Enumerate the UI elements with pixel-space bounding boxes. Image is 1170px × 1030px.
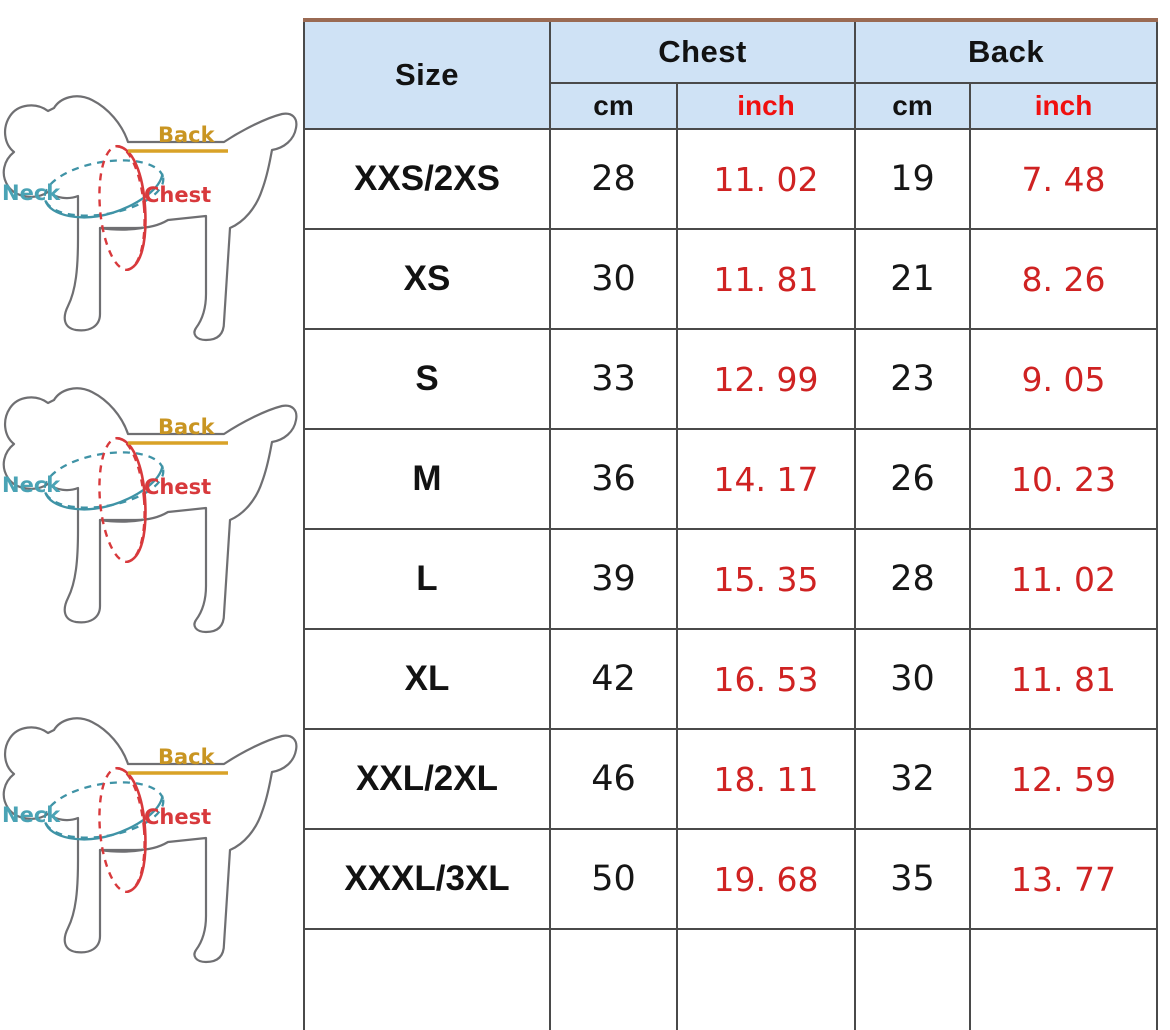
label-chest: Chest	[144, 475, 211, 499]
cell-back-cm: 21	[854, 228, 972, 330]
cell-size: XXXL/3XL	[303, 828, 551, 930]
dog-diagram-2: Neck Chest Back	[0, 370, 301, 640]
label-back: Back	[158, 745, 216, 769]
cell-chest-inch	[675, 928, 857, 1030]
cell-back-cm: 32	[854, 728, 972, 830]
cell-chest-cm: 50	[549, 828, 678, 930]
header-chest: Chest	[548, 18, 857, 84]
table-row: L 39 15. 35 28 11. 02	[303, 528, 1159, 630]
header-chest-cm: cm	[549, 82, 678, 130]
dog-diagram-panel: Neck Chest Back Neck Chest Back	[0, 0, 300, 1029]
cell-back-cm	[854, 928, 972, 1030]
cell-back-cm: 19	[854, 128, 972, 230]
table-row-empty	[303, 928, 1159, 1030]
table-row: XXL/2XL 46 18. 11 32 12. 59	[303, 728, 1159, 830]
cell-back-inch: 9. 05	[969, 328, 1159, 430]
cell-back-inch: 12. 59	[969, 728, 1159, 830]
table-row: XS 30 11. 81 21 8. 26	[303, 228, 1159, 330]
dog-outline-icon	[2, 95, 298, 342]
table-row: M 36 14. 17 26 10. 23	[303, 428, 1159, 530]
cell-back-inch	[969, 928, 1159, 1030]
cell-back-inch: 11. 81	[969, 628, 1159, 730]
label-back: Back	[158, 415, 216, 439]
label-back: Back	[158, 123, 216, 147]
cell-chest-inch: 19. 68	[675, 828, 857, 930]
cell-chest-inch: 16. 53	[675, 628, 857, 730]
cell-chest-inch: 14. 17	[675, 428, 857, 530]
cell-size: S	[303, 328, 551, 430]
header-size: Size	[303, 18, 551, 130]
dog-outline-icon	[2, 717, 298, 964]
table-row: XXS/2XS 28 11. 02 19 7. 48	[303, 128, 1159, 230]
cell-size: XXS/2XS	[303, 128, 551, 230]
cell-size: XL	[303, 628, 551, 730]
cell-size: M	[303, 428, 551, 530]
cell-back-inch: 11. 02	[969, 528, 1159, 630]
cell-chest-cm: 42	[549, 628, 678, 730]
table-row: XL 42 16. 53 30 11. 81	[303, 628, 1159, 730]
dog-diagram-1: Neck Chest Back	[0, 78, 301, 348]
cell-size: XS	[303, 228, 551, 330]
label-chest: Chest	[144, 183, 211, 207]
cell-chest-inch: 11. 02	[675, 128, 857, 230]
cell-back-cm: 28	[854, 528, 972, 630]
cell-back-cm: 35	[854, 828, 972, 930]
cell-back-inch: 8. 26	[969, 228, 1159, 330]
cell-chest-inch: 11. 81	[675, 228, 857, 330]
cell-back-cm: 26	[854, 428, 972, 530]
cell-chest-cm	[549, 928, 678, 1030]
cell-size: XXL/2XL	[303, 728, 551, 830]
cell-chest-cm: 46	[549, 728, 678, 830]
cell-chest-cm: 36	[549, 428, 678, 530]
size-table: Size Chest Back cm inch cm inch XXS/2XS …	[303, 18, 1159, 1030]
table-header-row-units: cm inch cm inch	[304, 82, 1159, 130]
header-back: Back	[854, 18, 1159, 84]
cell-back-inch: 13. 77	[969, 828, 1159, 930]
cell-back-cm: 23	[854, 328, 972, 430]
header-back-cm: cm	[854, 82, 972, 130]
cell-chest-inch: 15. 35	[675, 528, 857, 630]
dog-diagram-3: Neck Chest Back	[0, 700, 301, 970]
cell-size: L	[303, 528, 551, 630]
label-chest: Chest	[144, 805, 211, 829]
label-neck: Neck	[2, 473, 61, 497]
cell-chest-cm: 30	[549, 228, 678, 330]
label-neck: Neck	[2, 803, 61, 827]
cell-chest-cm: 33	[549, 328, 678, 430]
cell-back-inch: 7. 48	[969, 128, 1159, 230]
cell-chest-inch: 18. 11	[675, 728, 857, 830]
cell-chest-inch: 12. 99	[675, 328, 857, 430]
size-table-container: Size Chest Back cm inch cm inch XXS/2XS …	[303, 18, 1159, 1030]
cell-size	[303, 928, 551, 1030]
table-row: XXXL/3XL 50 19. 68 35 13. 77	[303, 828, 1159, 930]
label-neck: Neck	[2, 181, 61, 205]
dog-outline-icon	[2, 387, 298, 634]
cell-chest-cm: 39	[549, 528, 678, 630]
cell-chest-cm: 28	[549, 128, 678, 230]
header-chest-inch: inch	[675, 82, 857, 130]
cell-back-inch: 10. 23	[969, 428, 1159, 530]
header-back-inch: inch	[969, 82, 1159, 130]
size-table-body: Size Chest Back cm inch cm inch XXS/2XS …	[303, 18, 1159, 1030]
cell-back-cm: 30	[854, 628, 972, 730]
table-header-row-primary: Size Chest Back	[303, 18, 1159, 130]
table-row: S 33 12. 99 23 9. 05	[303, 328, 1159, 430]
